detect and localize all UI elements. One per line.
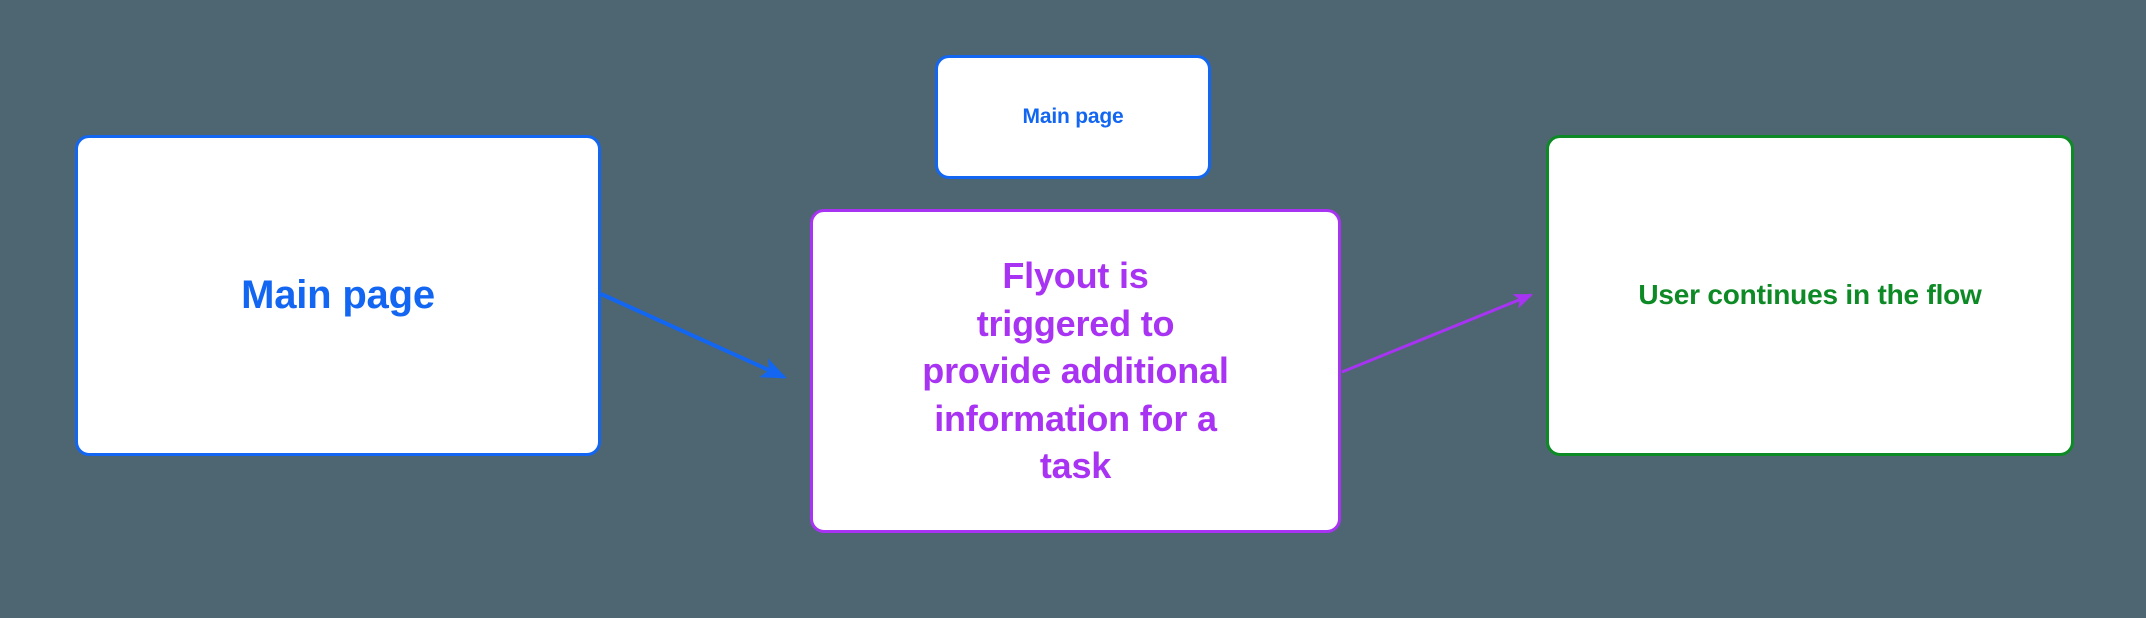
node-main-page[interactable]: Main page: [75, 135, 601, 456]
node-user-continues[interactable]: User continues in the flow: [1546, 135, 2074, 456]
node-main-page-label: Main page: [241, 273, 435, 318]
node-flyout-label: Flyout is triggered to provide additiona…: [922, 255, 1229, 487]
node-user-continues-label: User continues in the flow: [1638, 279, 1982, 311]
node-main-page-small-label: Main page: [1022, 105, 1124, 129]
edge-flyout-to-user-continues: [1341, 293, 1534, 374]
node-flyout[interactable]: Flyout is triggered to provide additiona…: [810, 209, 1341, 533]
node-main-page-small[interactable]: Main page: [935, 55, 1211, 179]
edge-main-page-to-flyout: [600, 292, 787, 379]
